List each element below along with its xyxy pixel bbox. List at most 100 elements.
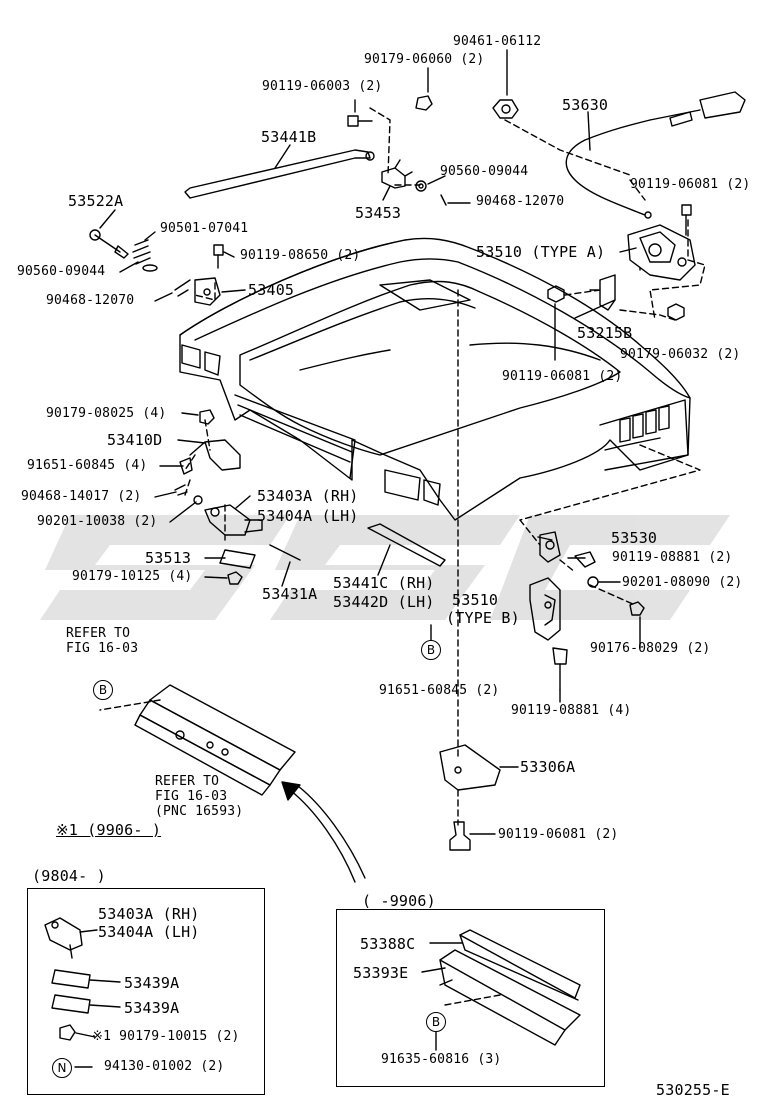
- hinge-bolt: [269, 544, 301, 561]
- label-53306a: 53306A: [520, 758, 576, 776]
- label-box1-53439a-1: 53439A: [124, 974, 180, 992]
- label-53442d-lh: 53442D (LH): [333, 593, 435, 611]
- label-90179-10125: 90179-10125 (4): [72, 569, 193, 584]
- label-fig-16-03-1: FIG 16-03: [66, 641, 139, 656]
- label-box2-53388c: 53388C: [360, 935, 416, 953]
- label-box1-53439a-2: 53439A: [124, 999, 180, 1017]
- lock-b-bolt: [552, 647, 568, 691]
- washer-grommet: [415, 180, 447, 206]
- bolt-small: [213, 244, 224, 269]
- label-box2-53393e: 53393E: [353, 964, 409, 982]
- label-90119-08881-b: 90119-08881 (4): [511, 703, 632, 718]
- label-90201-08090: 90201-08090 (2): [622, 575, 743, 590]
- reference-arrow: [281, 781, 366, 883]
- label-90119-06081-a: 90119-06081 (2): [630, 177, 751, 192]
- label-pnc-16593: (PNC 16593): [155, 804, 244, 819]
- box1-shim-2: [51, 994, 91, 1014]
- hood-lock-type-b: [529, 577, 561, 641]
- rod-holder-clip: [381, 159, 413, 189]
- label-53410d: 53410D: [107, 431, 163, 449]
- box1-hinge: [44, 917, 83, 959]
- label-box1-90179-10015: ※1 90179-10015 (2): [92, 1029, 240, 1044]
- label-box1-53403a: 53403A (RH): [98, 905, 200, 923]
- inset-box-1999: [336, 909, 605, 1087]
- striker-washer: [587, 576, 599, 588]
- bolt-lock: [681, 204, 692, 236]
- label-box2-period: ( -9906): [362, 892, 436, 910]
- label-53215b: 53215B: [577, 324, 633, 342]
- clip-pin: [174, 457, 193, 496]
- label-90119-08650: 90119-08650 (2): [240, 248, 361, 263]
- leader-lines: [74, 49, 641, 1068]
- bracket-bolt: [449, 821, 471, 851]
- hood-lock-type-a: [627, 224, 696, 281]
- support-bracket: [174, 277, 221, 306]
- washer-hinge: [193, 495, 203, 505]
- label-refer-to-2: REFER TO: [155, 774, 220, 789]
- label-box1-94130-01002: 94130-01002 (2): [104, 1059, 225, 1074]
- label-53441b: 53441B: [261, 128, 317, 146]
- label-53510-type-b: 53510: [452, 591, 499, 609]
- label-53530: 53530: [611, 529, 658, 547]
- box1-shim-1: [51, 969, 91, 989]
- label-53510-type-b-suffix: (TYPE B): [446, 609, 520, 627]
- label-box2-91635-60816: 91635-60816 (3): [381, 1052, 502, 1067]
- label-90468-12070-b: 90468-12070: [46, 293, 135, 308]
- nut-right: [667, 303, 685, 321]
- marker-b-2: B: [93, 680, 113, 700]
- marker-b-1: B: [421, 640, 441, 660]
- box2-seal-upper: [459, 929, 581, 1001]
- label-53630: 53630: [562, 96, 609, 114]
- cable-clamp: [492, 99, 519, 119]
- support-rod: [184, 149, 375, 199]
- label-53403a-rh: 53403A (RH): [257, 487, 359, 505]
- label-90560-09044-a: 90560-09044: [440, 164, 529, 179]
- label-90179-08025: 90179-08025 (4): [46, 406, 167, 421]
- label-box1-period: (9804- ): [32, 867, 106, 885]
- label-90119-06081-c: 90119-06081 (2): [498, 827, 619, 842]
- label-53404a-lh: 53404A (LH): [257, 507, 359, 525]
- label-91651-60845-a: 91651-60845 (4): [27, 458, 148, 473]
- striker-bolt: [574, 551, 596, 568]
- nut-left: [547, 285, 565, 303]
- radiator-support-member: [134, 684, 296, 796]
- label-90501-07041: 90501-07041: [160, 221, 249, 236]
- label-91651-60845-b: 91651-60845 (2): [379, 683, 500, 698]
- label-refer-to-1: REFER TO: [66, 626, 131, 641]
- label-90176-08029: 90176-08029 (2): [590, 641, 711, 656]
- hood-lock-striker: [539, 531, 561, 563]
- label-note-1: ※1 (9906- ): [56, 821, 162, 839]
- nut-hinge: [199, 409, 215, 425]
- label-fig-16-03-2: FIG 16-03: [155, 789, 228, 804]
- hood-hinge-bracket: [189, 439, 241, 471]
- label-90119-08881-a: 90119-08881 (2): [612, 550, 733, 565]
- lock-bracket: [439, 744, 501, 791]
- label-diagram-code: 530255-E: [656, 1081, 730, 1099]
- marker-n: N: [52, 1058, 72, 1078]
- hood-hinge: [204, 504, 263, 536]
- label-90468-12070-a: 90468-12070: [476, 194, 565, 209]
- hood-seal: [367, 523, 446, 567]
- label-53522a: 53522A: [68, 192, 124, 210]
- lock-b-nut: [629, 601, 645, 616]
- hood-cushion-bolt: [89, 229, 129, 259]
- label-box1-53404a: 53404A (LH): [98, 923, 200, 941]
- label-90119-06081-b: 90119-06081 (2): [502, 369, 623, 384]
- label-53431a: 53431A: [262, 585, 318, 603]
- release-cable: [565, 91, 746, 219]
- marker-b-3: B: [426, 1012, 446, 1032]
- spring: [132, 239, 158, 272]
- label-90560-09044-b: 90560-09044: [17, 264, 106, 279]
- label-90179-06032: 90179-06032 (2): [620, 347, 741, 362]
- inset-box-1998: [27, 888, 265, 1095]
- hood-panel: [179, 237, 691, 521]
- box2-seal-lower: [439, 949, 581, 1046]
- label-53405: 53405: [248, 281, 295, 299]
- label-90119-06003: 90119-06003 (2): [262, 79, 383, 94]
- hinge-nut: [227, 571, 243, 585]
- label-53453: 53453: [355, 204, 402, 222]
- leader-dashes: [99, 107, 706, 1006]
- label-90179-06060: 90179-06060 (2): [364, 52, 485, 67]
